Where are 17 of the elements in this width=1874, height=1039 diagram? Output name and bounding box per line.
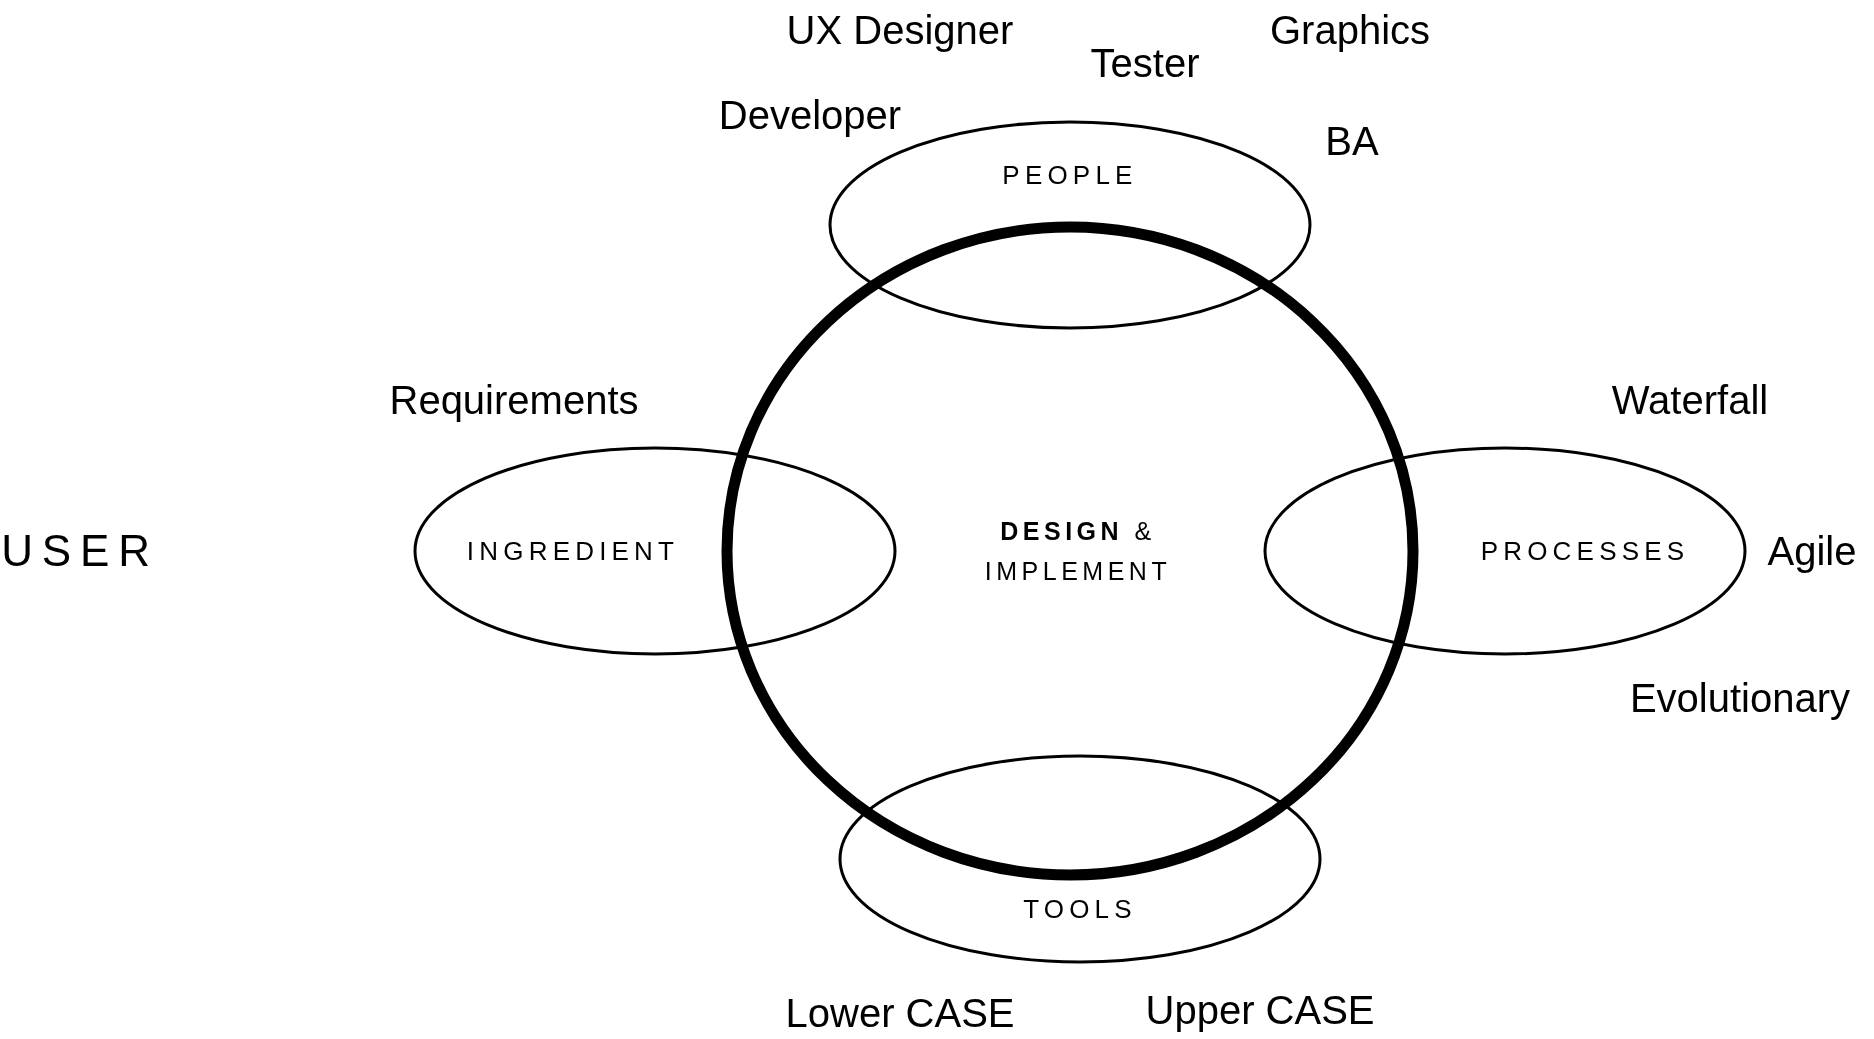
label: Waterfall [1611,377,1769,424]
label: Tester [1090,40,1200,87]
label: Upper CASE [1145,987,1375,1034]
node-label: DESIGN & IMPLEMENT [983,516,1173,587]
label: UX Designer [786,7,1014,54]
label: Evolutionary [1629,675,1851,722]
node-label: TOOLS [1023,892,1137,926]
node-label: INGREDIENT [466,534,680,568]
label: Lower CASE [785,990,1015,1037]
label: Requirements [389,377,639,424]
label: Developer [718,92,902,139]
label: BA [1325,118,1379,165]
label: Graphics [1269,7,1431,54]
node-label: PEOPLE [1002,158,1138,192]
node-label: PROCESSES [1480,534,1690,568]
label: USER [1,525,159,577]
label: Agile [1767,528,1857,575]
